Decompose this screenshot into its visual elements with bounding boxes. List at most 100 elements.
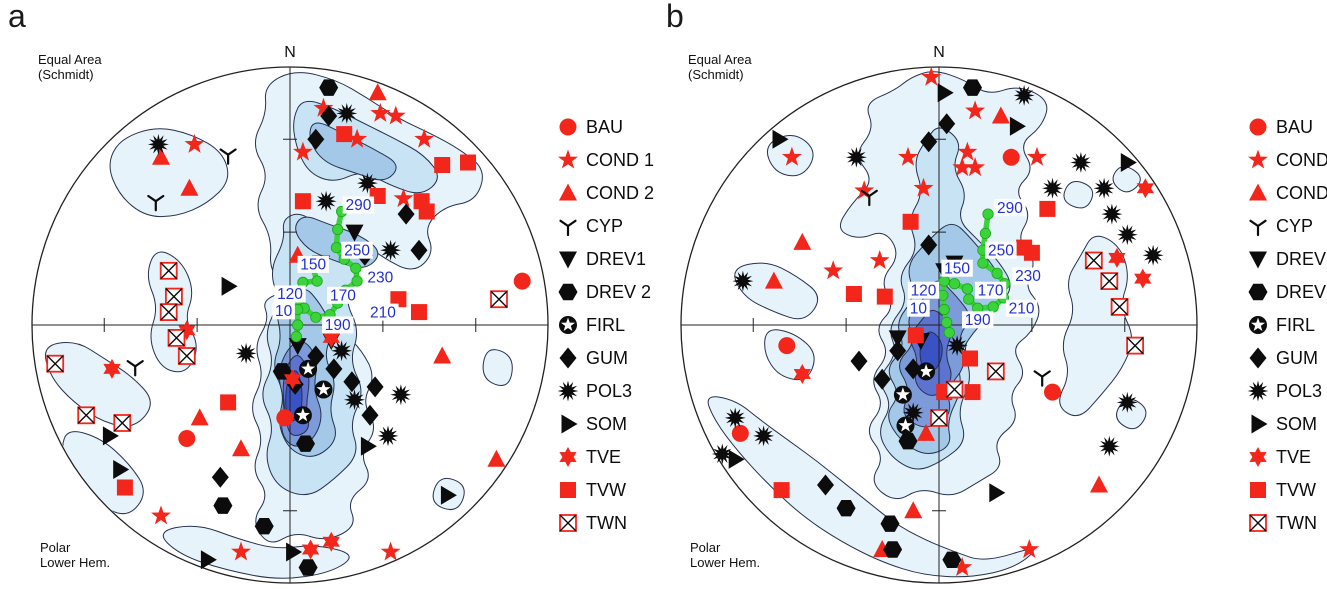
cyp-icon <box>1249 219 1267 237</box>
point-bau <box>276 409 294 427</box>
point-cond1 <box>913 177 934 197</box>
age-label: 10 <box>275 303 293 320</box>
cond1-symbol-icon <box>558 149 578 169</box>
legend-label-tvw: TVW <box>586 479 626 500</box>
legend-label-drev1: DREV1 <box>1276 248 1327 269</box>
age-label-bg <box>274 285 306 303</box>
apwp-vertex <box>987 301 999 313</box>
point-som <box>113 460 130 479</box>
gum-icon <box>559 347 577 369</box>
age-label: 190 <box>325 317 351 334</box>
point-cond1 <box>370 102 391 122</box>
age-label-bg <box>367 303 399 321</box>
point-twn <box>77 406 96 425</box>
apwp-vertex <box>351 275 363 287</box>
drev2-symbol-icon <box>558 283 578 301</box>
point-firl <box>299 359 318 378</box>
point-gum <box>904 358 922 380</box>
tve-icon <box>1249 447 1267 467</box>
apwp-vertex <box>941 316 953 328</box>
series-som <box>728 83 1137 503</box>
point-tvw <box>220 394 237 411</box>
drev1-icon <box>559 251 577 269</box>
contour-level-5 <box>919 331 943 373</box>
point-drev2 <box>298 559 318 576</box>
legend-item-pol3: POL3 <box>556 380 654 402</box>
age-label: 290 <box>997 200 1023 217</box>
cond2-symbol-icon <box>1249 183 1267 201</box>
point-pol3 <box>1098 435 1120 457</box>
point-gum <box>343 371 361 393</box>
point-twn <box>159 261 178 280</box>
age-label-bg <box>994 199 1026 217</box>
point-pol3 <box>390 384 412 406</box>
twn-icon <box>1249 514 1267 532</box>
point-cond2 <box>793 232 812 250</box>
point-cond2 <box>190 408 209 426</box>
point-cyp <box>219 148 237 165</box>
tvw-symbol-icon <box>560 482 576 498</box>
apwp-vertex <box>938 303 950 316</box>
legend-label-pol3: POL3 <box>1276 380 1323 401</box>
point-cond1 <box>1019 539 1040 558</box>
point-som <box>1009 116 1026 136</box>
point-cond2 <box>433 346 452 364</box>
apwp-vertex <box>948 278 961 290</box>
point-twn <box>177 347 196 365</box>
apwp-vertex <box>332 223 344 236</box>
gum-symbol-icon <box>559 347 577 369</box>
legend-item-cyp: CYP <box>1246 215 1327 237</box>
apwp-vertex <box>310 311 322 323</box>
legend-label-cyp: CYP <box>586 215 624 236</box>
point-drev2 <box>836 499 856 517</box>
point-cond2 <box>232 439 250 457</box>
point-cond2 <box>368 83 387 101</box>
point-gum <box>873 368 891 390</box>
legend-item-som: SOM <box>1246 413 1327 435</box>
point-twn <box>46 354 65 373</box>
legend-item-tvw: TVW <box>556 479 654 501</box>
point-tvw <box>390 291 407 308</box>
point-pol3 <box>377 425 399 447</box>
legend-item-cond2: COND 2 <box>556 182 654 204</box>
age-label: 150 <box>944 260 970 277</box>
legend-item-twn: TWN <box>1246 512 1327 534</box>
series-drev2 <box>836 79 982 569</box>
point-som <box>102 426 119 446</box>
footer-label-b: Polar Lower Hem. <box>690 540 760 570</box>
point-pol3 <box>1116 391 1138 413</box>
series-pol3 <box>147 102 412 447</box>
legend-item-cond1: COND 1 <box>1246 149 1327 171</box>
point-cyp <box>860 189 878 207</box>
legend-label-bau: BAU <box>1276 116 1314 137</box>
cond1-icon <box>558 149 578 169</box>
point-tvw <box>434 157 451 173</box>
age-label: 210 <box>370 304 396 321</box>
point-pol3 <box>1070 152 1092 173</box>
point-pol3 <box>753 425 775 447</box>
contour-level-0 <box>1063 181 1094 209</box>
point-drev2 <box>963 79 982 96</box>
point-cond2 <box>904 501 923 519</box>
point-gum <box>817 474 834 496</box>
footer-line1-b: Polar <box>690 540 721 555</box>
age-label: 150 <box>300 257 326 274</box>
point-twn <box>1110 297 1129 316</box>
age-label-bg <box>364 268 396 286</box>
point-tvw <box>964 384 981 401</box>
som-icon <box>1251 414 1268 434</box>
series-cond2 <box>152 83 506 467</box>
point-gum <box>366 376 384 398</box>
series-twn <box>930 251 1145 427</box>
firl-symbol-icon <box>1249 316 1267 334</box>
point-drev2 <box>254 517 274 535</box>
point-pol3 <box>946 335 968 357</box>
point-cond2 <box>764 271 783 289</box>
age-label-bg <box>341 241 373 259</box>
point-gum <box>920 131 938 153</box>
point-cond1 <box>952 557 973 576</box>
contour-level-0 <box>734 262 819 320</box>
legend-item-drev1: DREV1 <box>1246 248 1327 270</box>
legend-label-firl: FIRL <box>586 314 626 335</box>
twn-symbol-icon <box>1249 514 1267 532</box>
